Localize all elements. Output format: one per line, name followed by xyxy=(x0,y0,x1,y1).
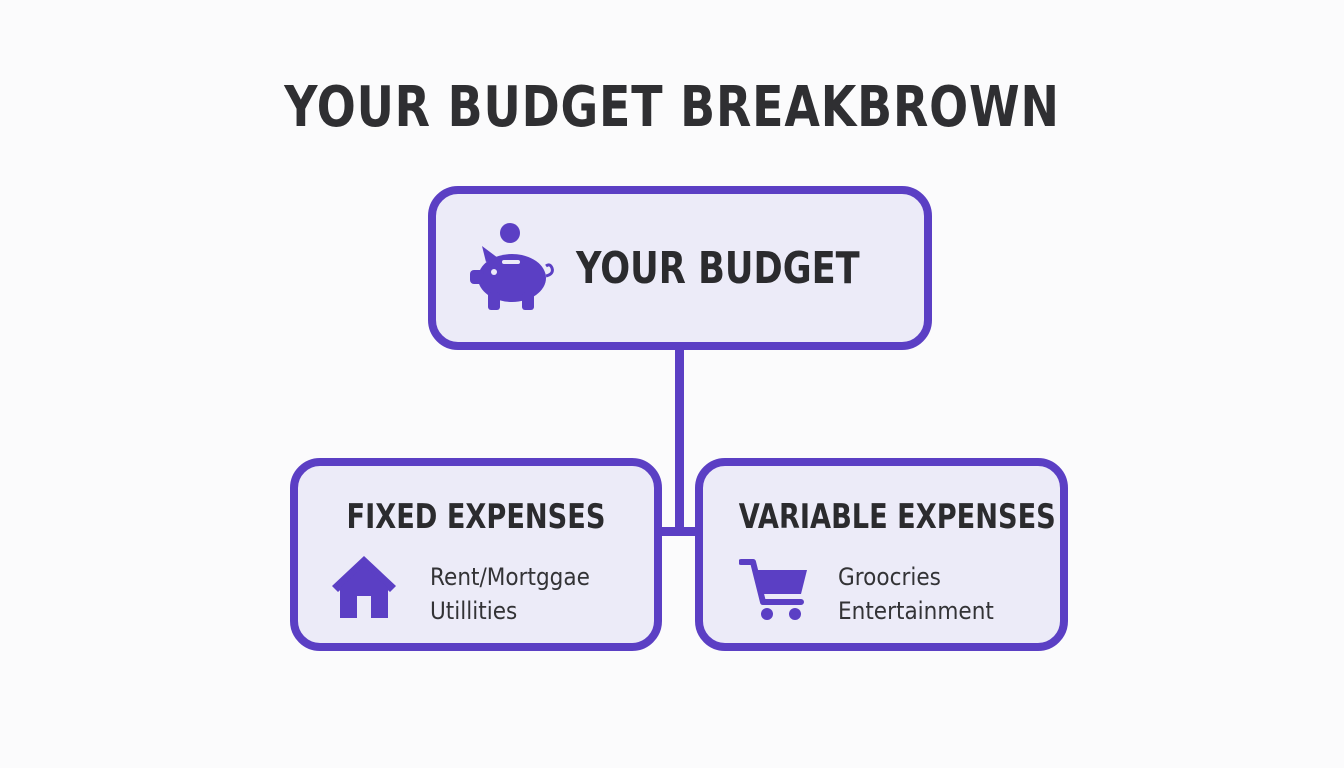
house-icon xyxy=(332,556,396,618)
list-item: Groocries xyxy=(838,563,941,591)
variable-expenses-heading: VARIABLE EXPENSES xyxy=(738,497,1056,537)
connector-line-horizontal xyxy=(656,527,702,536)
connector-line-vertical xyxy=(675,346,684,532)
shopping-cart-icon xyxy=(739,559,807,620)
page-title: YOUR BUDGET BREAKBROWN xyxy=(284,75,1060,140)
list-item: Utillities xyxy=(430,597,518,625)
fixed-expenses-list: Rent/Mortggae Utillities xyxy=(430,560,590,628)
list-item: Rent/Mortggae xyxy=(430,563,590,591)
budget-root-label: YOUR BUDGET xyxy=(576,243,860,294)
variable-expenses-node: VARIABLE EXPENSES Groocries Entertainmen… xyxy=(695,458,1068,651)
budget-root-node: YOUR BUDGET xyxy=(428,186,932,350)
list-item: Entertainment xyxy=(838,597,994,625)
fixed-expenses-heading: FIXED EXPENSES xyxy=(346,497,606,537)
variable-expenses-list: Groocries Entertainment xyxy=(838,560,994,628)
piggy-bank-icon xyxy=(470,223,554,310)
fixed-expenses-node: FIXED EXPENSES Rent/Mortggae Utillities xyxy=(290,458,662,651)
